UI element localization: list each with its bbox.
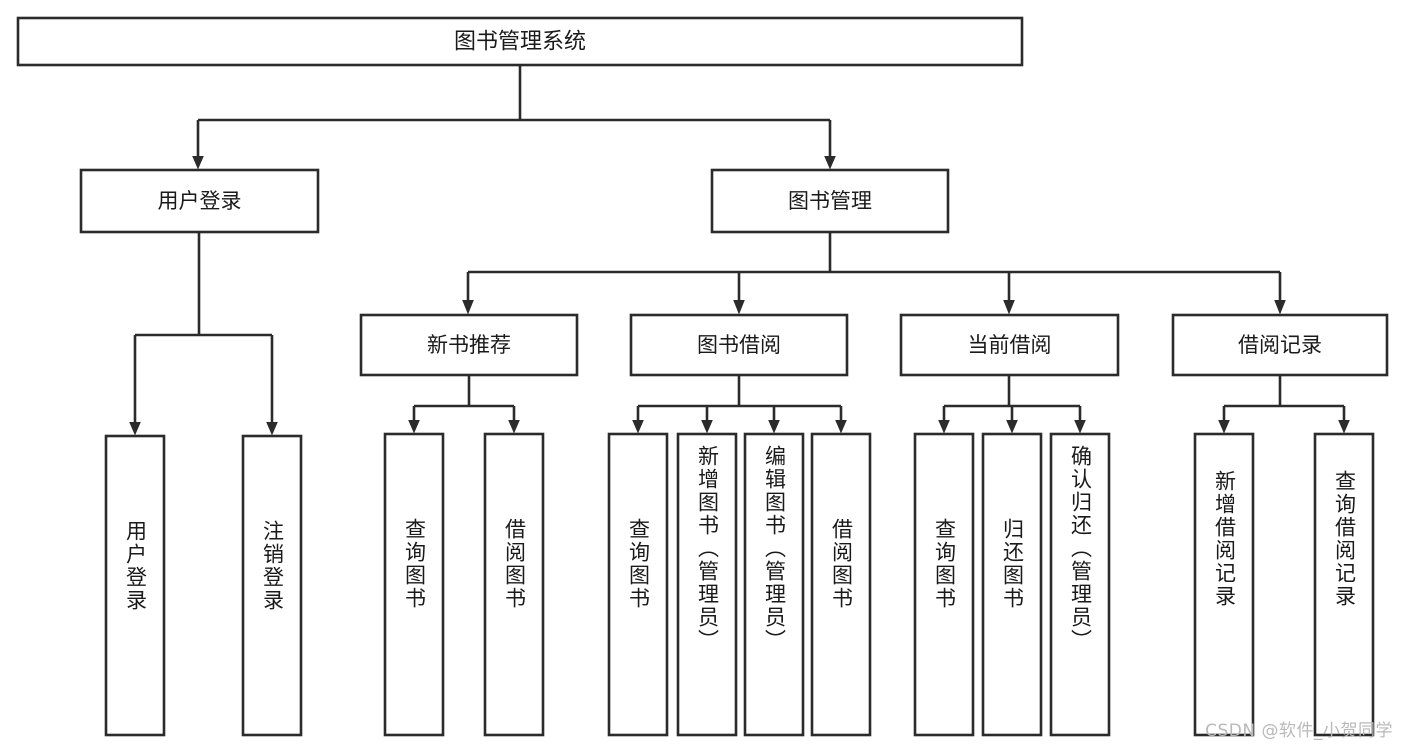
arrowhead-bo-l4 <box>835 420 847 434</box>
leaf-box-bo-add-book-admin[interactable] <box>676 432 738 737</box>
node-borrow-record-box[interactable] <box>1171 313 1389 377</box>
arrowhead-br-l2 <box>1338 420 1350 434</box>
arrowhead-nb-l1 <box>408 420 420 434</box>
node-new-book-recommend-label: 新书推荐 <box>427 333 511 357</box>
arrowhead-cb-l2 <box>1006 420 1018 434</box>
leaf-box-bo-edit-book-admin[interactable] <box>743 432 805 737</box>
arrowhead-user-leaf1 <box>129 422 141 436</box>
node-new-book-recommend-box[interactable] <box>359 313 579 377</box>
arrowhead-root-to-book <box>824 156 836 170</box>
node-book-management-box[interactable] <box>710 168 950 234</box>
arrowhead-root-to-user <box>192 156 204 170</box>
arrowhead-bm-c3 <box>1003 300 1015 315</box>
node-root[interactable]: 图书管理系统 <box>16 16 1024 67</box>
node-new-book-recommend[interactable]: 新书推荐 <box>359 313 579 377</box>
arrowhead-br-l1 <box>1218 420 1230 434</box>
node-user-login-box[interactable] <box>79 168 320 234</box>
leaf-box-bo-query-book[interactable] <box>607 432 669 737</box>
node-book-borrow-label: 图书借阅 <box>697 333 781 357</box>
node-book-borrow-box[interactable] <box>629 313 849 377</box>
leaf-box-nb-borrow-book[interactable] <box>483 432 545 737</box>
node-book-management-label: 图书管理 <box>788 189 872 213</box>
node-current-borrow-label: 当前借阅 <box>968 333 1052 357</box>
node-user-login[interactable]: 用户登录 <box>79 168 320 234</box>
arrowhead-bm-c4 <box>1274 300 1286 315</box>
arrowhead-cb-l3 <box>1074 420 1086 434</box>
leaf-boxes[interactable] <box>104 432 1375 737</box>
arrowhead-cb-l1 <box>938 420 950 434</box>
connector-group-book-management <box>462 232 1286 315</box>
arrowhead-nb-l2 <box>508 420 520 434</box>
node-root-box[interactable] <box>16 16 1024 67</box>
connector-group-borrow-record <box>1218 375 1350 434</box>
node-user-login-label: 用户登录 <box>158 189 242 213</box>
arrowhead-user-leaf2 <box>266 422 278 436</box>
arrowhead-bm-c1 <box>462 300 474 315</box>
connector-group-user-login <box>129 232 278 436</box>
node-book-borrow[interactable]: 图书借阅 <box>629 313 849 377</box>
node-borrow-record-label: 借阅记录 <box>1238 333 1322 357</box>
node-book-management[interactable]: 图书管理 <box>710 168 950 234</box>
connector-group-current-borrow <box>938 375 1086 434</box>
arrowhead-bo-l1 <box>632 420 644 434</box>
node-borrow-record[interactable]: 借阅记录 <box>1171 313 1389 377</box>
csdn-watermark: CSDN @软件_小贺同学 <box>1205 721 1393 741</box>
arrowhead-bo-l2 <box>701 420 713 434</box>
connector-group-borrow <box>632 375 847 434</box>
node-current-borrow-box[interactable] <box>899 313 1120 377</box>
node-root-label: 图书管理系统 <box>454 30 586 55</box>
leaf-box-cb-query-book[interactable] <box>913 432 975 737</box>
node-current-borrow[interactable]: 当前借阅 <box>899 313 1120 377</box>
leaf-box-cb-confirm-return-admin[interactable] <box>1049 432 1111 737</box>
leaf-box-nb-query-book[interactable] <box>383 432 445 737</box>
leaf-box-br-add-record[interactable] <box>1193 432 1255 737</box>
arrowhead-bm-c2 <box>733 300 745 315</box>
connector-group-root <box>192 65 836 170</box>
leaf-box-cb-return-book[interactable] <box>981 432 1043 737</box>
leaf-box-br-query-record[interactable] <box>1313 432 1375 737</box>
connector-group-new-book <box>408 375 520 434</box>
arrowhead-bo-l3 <box>768 420 780 434</box>
leaf-box-bo-borrow-book[interactable] <box>810 432 872 737</box>
leaf-box-user-login[interactable] <box>104 434 166 737</box>
leaf-box-user-logout[interactable] <box>241 434 303 737</box>
